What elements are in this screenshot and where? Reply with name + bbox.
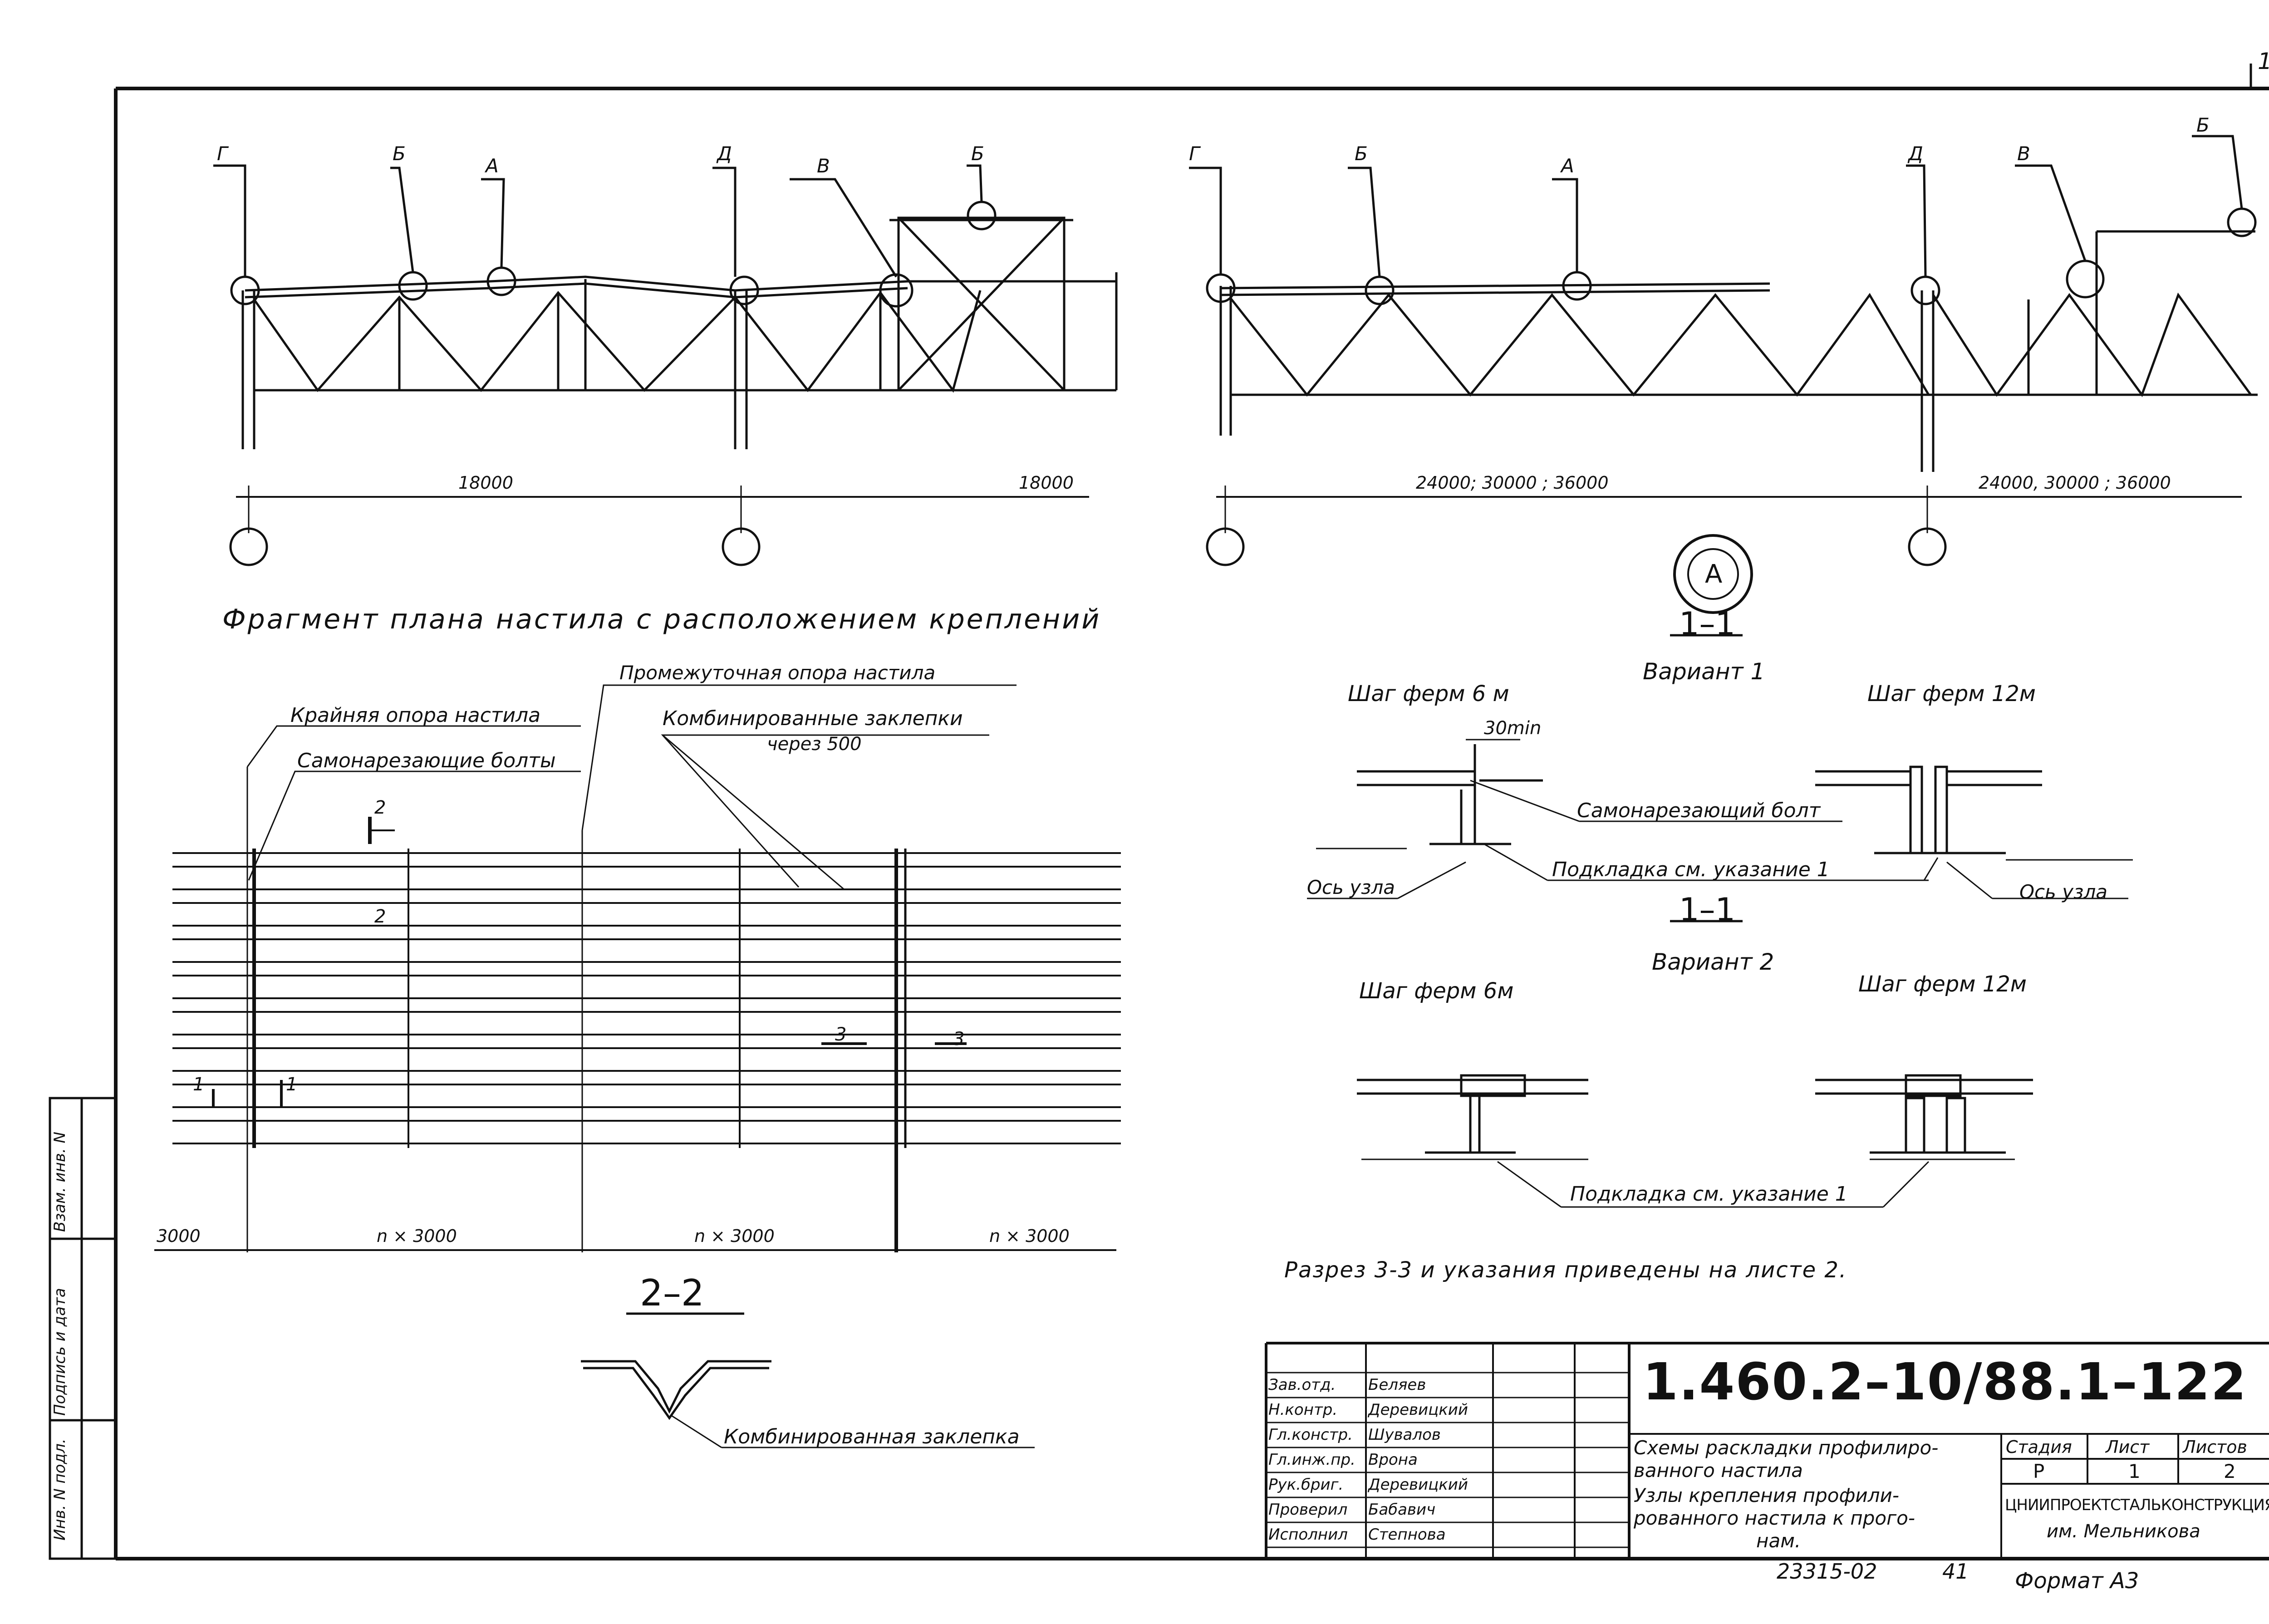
truss-right — [1189, 135, 2258, 566]
variant-label: Вариант 2 — [1652, 949, 1774, 975]
doc-code: 1.460.2–10/88.1–122 КМ — [1643, 1353, 2269, 1412]
section-mark-1b: 1 — [286, 1074, 298, 1095]
description: рованного настила к прого- — [1634, 1507, 1915, 1529]
section-1-1-variant-1 — [1307, 634, 2133, 899]
section-mark-1: 1 — [193, 1074, 205, 1095]
side-stamp-sign: Подпись и дата — [51, 1288, 69, 1416]
dimension-text: n × 3000 — [989, 1226, 1070, 1246]
min-label: 30min — [1484, 718, 1542, 739]
role: Рук.бриг. — [1268, 1476, 1344, 1494]
dimension-text: n × 3000 — [377, 1226, 457, 1246]
sheets-value: 2 — [2224, 1460, 2236, 1482]
plan-title: Фрагмент плана настила с расположением к… — [222, 603, 1101, 635]
role: Зав.отд. — [1268, 1376, 1336, 1394]
variant-label: Вариант 1 — [1643, 658, 1765, 685]
section-mark-2: 2 — [374, 797, 386, 818]
title-block-grid — [1265, 1342, 2269, 1559]
sheets-header: Листов — [2183, 1437, 2247, 1457]
dimension-text: 24000; 30000 ; 36000 — [1416, 473, 1609, 493]
rivets-label: Комбинированные заклепки — [663, 707, 963, 730]
sheet-header: Лист — [2106, 1437, 2150, 1457]
section-1-1-title: 1–1 — [1679, 605, 1736, 643]
format-label: Формат А3 — [2015, 1568, 2139, 1594]
section-2-2-title: 2–2 — [640, 1272, 704, 1314]
section-mark-3: 3 — [835, 1024, 847, 1045]
axis-label: Ось узла — [2019, 881, 2108, 903]
dimension-text: 18000 — [1019, 473, 1074, 493]
role: Проверил — [1268, 1501, 1348, 1519]
person: Врона — [1368, 1451, 1418, 1469]
person: Степнова — [1368, 1526, 1446, 1544]
node-label: В — [2017, 142, 2030, 165]
org-name: ЦНИИПРОЕКТСТАЛЬКОНСТРУКЦИЯ — [2005, 1496, 2269, 1514]
sheet-value: 1 — [2128, 1460, 2141, 1482]
person: Деревицкий — [1368, 1401, 1468, 1419]
side-stamp-replace: Взам. инв. N — [51, 1132, 69, 1232]
node-label: Д — [1908, 142, 1923, 165]
section-1-1-title-v2: 1–1 — [1679, 891, 1736, 928]
rivet-spacing-label: через 500 — [767, 734, 862, 755]
node-label: Б — [1355, 142, 1368, 165]
section-1-1-variant-2 — [1357, 920, 2033, 1208]
person: Шувалов — [1368, 1426, 1441, 1444]
node-label: А — [1561, 155, 1574, 177]
dimension-text: 18000 — [458, 473, 513, 493]
bolt-label: Самонарезающий болт — [1577, 799, 1821, 822]
intermediate-support-label: Промежуточная опора настила — [619, 662, 936, 684]
step-label: Шаг ферм 6м — [1359, 978, 1514, 1004]
person: Беляев — [1368, 1376, 1426, 1394]
person: Бабавич — [1368, 1501, 1436, 1519]
detail-a-marker — [1673, 534, 1753, 614]
role: Исполнил — [1268, 1526, 1348, 1544]
role: Н.контр. — [1268, 1401, 1338, 1419]
note-text: Разрез 3-3 и указания приведены на листе… — [1284, 1257, 1847, 1283]
description: Узлы крепления профили- — [1634, 1484, 1899, 1506]
side-stamp-inv: Инв. N подл. — [51, 1438, 69, 1541]
side-stamp-box — [49, 1097, 117, 1560]
pad-label: Подкладка см. указание 1 — [1552, 858, 1830, 881]
node-label: А — [486, 155, 499, 177]
section-mark-3b: 3 — [953, 1029, 965, 1050]
dimension-text: 24000, 30000 ; 36000 — [1979, 473, 2171, 493]
page-number: 41 — [1942, 1559, 1969, 1584]
node-label: Г — [217, 142, 228, 165]
detail-a-label: А — [1705, 559, 1723, 589]
bolts-label: Самонарезающие болты — [297, 749, 556, 772]
stage-value: Р — [2033, 1460, 2045, 1482]
step-label: Шаг ферм 12м — [1858, 971, 2027, 997]
node-label: Д — [717, 142, 732, 165]
sheet-corner-number: 112 — [2258, 50, 2269, 73]
stage-header: Стадия — [2006, 1437, 2072, 1457]
pad-label-v2: Подкладка см. указание 1 — [1570, 1182, 1848, 1206]
role: Гл.инж.пр. — [1268, 1451, 1356, 1469]
inventory-number: 23315-02 — [1777, 1559, 1877, 1584]
description: ванного настила — [1634, 1459, 1803, 1482]
edge-support-label: Крайняя опора настила — [290, 704, 541, 727]
step-label: Шаг ферм 12м — [1867, 681, 2036, 707]
section-mark-2b: 2 — [374, 906, 386, 927]
person: Деревицкий — [1368, 1476, 1468, 1494]
combined-rivet-label: Комбинированная заклепка — [724, 1425, 1020, 1448]
section-2-2-drawing — [581, 1360, 1035, 1448]
role: Гл.констр. — [1268, 1426, 1353, 1444]
org-subname: им. Мельникова — [2047, 1521, 2200, 1542]
description: нам. — [1756, 1530, 1801, 1552]
axis-label: Ось узла — [1307, 876, 1395, 898]
truss-left — [213, 164, 1118, 566]
description: Схемы раскладки профилиро- — [1634, 1437, 1939, 1459]
node-label: Г — [1189, 142, 1200, 165]
node-label: Б — [971, 142, 984, 165]
dimension-text: 3000 — [157, 1226, 201, 1246]
node-label: В — [817, 155, 830, 177]
node-label: Б — [2196, 114, 2210, 136]
step-label: Шаг ферм 6 м — [1348, 681, 1509, 707]
node-label: Б — [393, 142, 406, 165]
dimension-text: n × 3000 — [694, 1226, 775, 1246]
deck-plan — [154, 684, 1121, 1315]
